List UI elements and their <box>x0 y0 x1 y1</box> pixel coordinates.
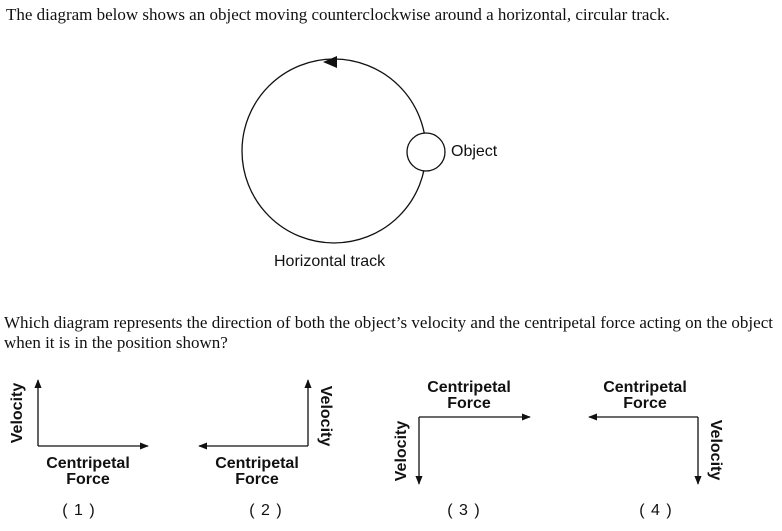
question-text: Which diagram represents the direction o… <box>4 313 773 352</box>
choice-4[interactable]: Velocity Centripetal Force ( 4 ) <box>588 379 724 519</box>
force-label-line2: Force <box>235 471 279 488</box>
velocity-label: Velocity <box>707 420 724 481</box>
force-label-line1: Centripetal <box>46 455 130 472</box>
counterclockwise-arrow-icon <box>323 56 337 68</box>
object-circle <box>406 132 446 172</box>
velocity-label: Velocity <box>9 383 26 444</box>
choice-number: ( 3 ) <box>447 502 480 519</box>
force-label-line2: Force <box>66 471 110 488</box>
object-label: Object <box>451 143 498 160</box>
track-label: Horizontal track <box>274 253 386 270</box>
velocity-label: Velocity <box>317 386 334 447</box>
intro-text: The diagram below shows an object moving… <box>6 5 670 24</box>
force-label-line1: Centripetal <box>603 379 687 396</box>
choice-number: ( 4 ) <box>639 502 672 519</box>
track-diagram: Object Horizontal track <box>241 56 498 270</box>
choice-3[interactable]: Velocity Centripetal Force ( 3 ) <box>393 379 531 519</box>
force-label-line2: Force <box>623 395 667 412</box>
choice-number: ( 1 ) <box>62 502 95 519</box>
choice-1[interactable]: Velocity Centripetal Force ( 1 ) <box>9 379 149 519</box>
force-label-line1: Centripetal <box>215 455 299 472</box>
force-label-line1: Centripetal <box>427 379 511 396</box>
force-label-line2: Force <box>447 395 491 412</box>
velocity-label: Velocity <box>393 421 410 482</box>
choice-number: ( 2 ) <box>249 502 282 519</box>
choice-2[interactable]: Velocity Centripetal Force ( 2 ) <box>198 379 334 519</box>
circular-track <box>241 58 427 244</box>
